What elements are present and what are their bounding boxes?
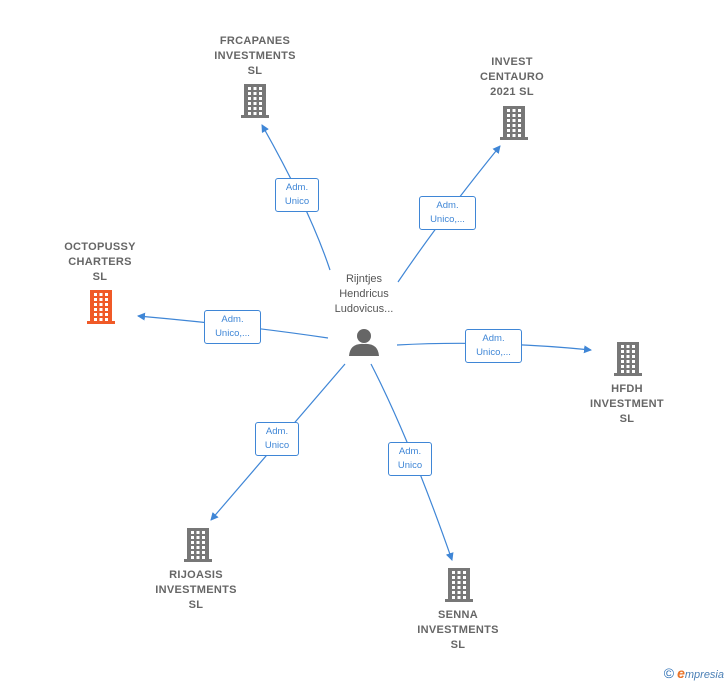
- relation-label-rijoasis[interactable]: Adm. Unico: [255, 422, 299, 456]
- company-name-senna[interactable]: SENNA INVESTMENTS SL: [398, 608, 518, 653]
- company-name-line: SL: [188, 599, 204, 611]
- building-icon-frcapanes[interactable]: [241, 84, 269, 118]
- relation-line: Adm.: [482, 333, 505, 344]
- relation-label-invest-centauro[interactable]: Adm. Unico,...: [419, 196, 476, 230]
- company-name-line: INVESTMENTS: [417, 624, 499, 636]
- building-icon-hfdh[interactable]: [614, 342, 642, 376]
- company-name-line: HFDH: [611, 383, 643, 395]
- building-icon-octopussy[interactable]: [87, 290, 115, 324]
- center-name-line-3: Ludovicus...: [334, 303, 394, 315]
- relation-line: Unico: [264, 440, 290, 451]
- brand-logo-initial: e: [677, 665, 685, 681]
- relation-label-frcapanes[interactable]: Adm. Unico: [275, 178, 319, 212]
- company-name-line: SL: [450, 639, 466, 651]
- relation-line: Unico,...: [215, 328, 250, 339]
- building-icon-invest-centauro[interactable]: [500, 106, 528, 140]
- company-name-octopussy[interactable]: OCTOPUSSY CHARTERS SL: [40, 240, 160, 285]
- brand-name: mpresia: [684, 669, 724, 681]
- relation-line: Unico: [284, 196, 310, 207]
- company-name-line: SL: [92, 271, 108, 283]
- footer-brand[interactable]: ©empresia: [664, 665, 724, 681]
- relation-line: Unico,...: [430, 214, 465, 225]
- company-name-frcapanes[interactable]: FRCAPANES INVESTMENTS SL: [195, 34, 315, 79]
- building-icon-senna[interactable]: [445, 568, 473, 602]
- company-name-line: SENNA: [437, 609, 478, 621]
- building-icon-rijoasis[interactable]: [184, 528, 212, 562]
- relation-line: Adm.: [285, 182, 309, 193]
- relation-line: Adm.: [221, 314, 244, 325]
- company-name-line: CHARTERS: [68, 256, 132, 268]
- company-name-line: CENTAURO: [480, 71, 544, 83]
- company-name-line: SL: [619, 413, 635, 425]
- company-name-line: INVESTMENTS: [155, 584, 237, 596]
- copyright-symbol: ©: [663, 665, 675, 681]
- company-name-line: 2021 SL: [490, 86, 534, 98]
- relation-label-octopussy[interactable]: Adm. Unico,...: [204, 310, 261, 344]
- company-name-line: RIJOASIS: [169, 569, 223, 581]
- person-icon[interactable]: [349, 329, 379, 356]
- relation-line: Adm.: [436, 200, 459, 211]
- company-name-line: INVESTMENT: [590, 398, 664, 410]
- company-name-hfdh[interactable]: HFDH INVESTMENT SL: [567, 382, 687, 427]
- center-name-line-1: Rijntjes: [345, 273, 383, 285]
- company-name-line: INVESTMENTS: [214, 50, 296, 62]
- relation-line: Unico: [397, 460, 423, 471]
- company-name-line: FRCAPANES: [219, 35, 291, 47]
- center-name-line-2: Hendricus: [339, 288, 389, 300]
- company-name-line: INVEST: [491, 56, 533, 68]
- company-name-rijoasis[interactable]: RIJOASIS INVESTMENTS SL: [136, 568, 256, 613]
- company-name-invest-centauro[interactable]: INVEST CENTAURO 2021 SL: [452, 55, 572, 100]
- relation-label-senna[interactable]: Adm. Unico: [388, 442, 432, 476]
- company-name-line: SL: [247, 65, 263, 77]
- center-person-name[interactable]: Rijntjes Hendricus Ludovicus...: [312, 272, 416, 317]
- relation-line: Unico,...: [476, 347, 511, 358]
- relation-label-hfdh[interactable]: Adm. Unico,...: [465, 329, 522, 363]
- relation-line: Adm.: [398, 446, 422, 457]
- relation-line: Adm.: [265, 426, 289, 437]
- company-name-line: OCTOPUSSY: [64, 241, 136, 253]
